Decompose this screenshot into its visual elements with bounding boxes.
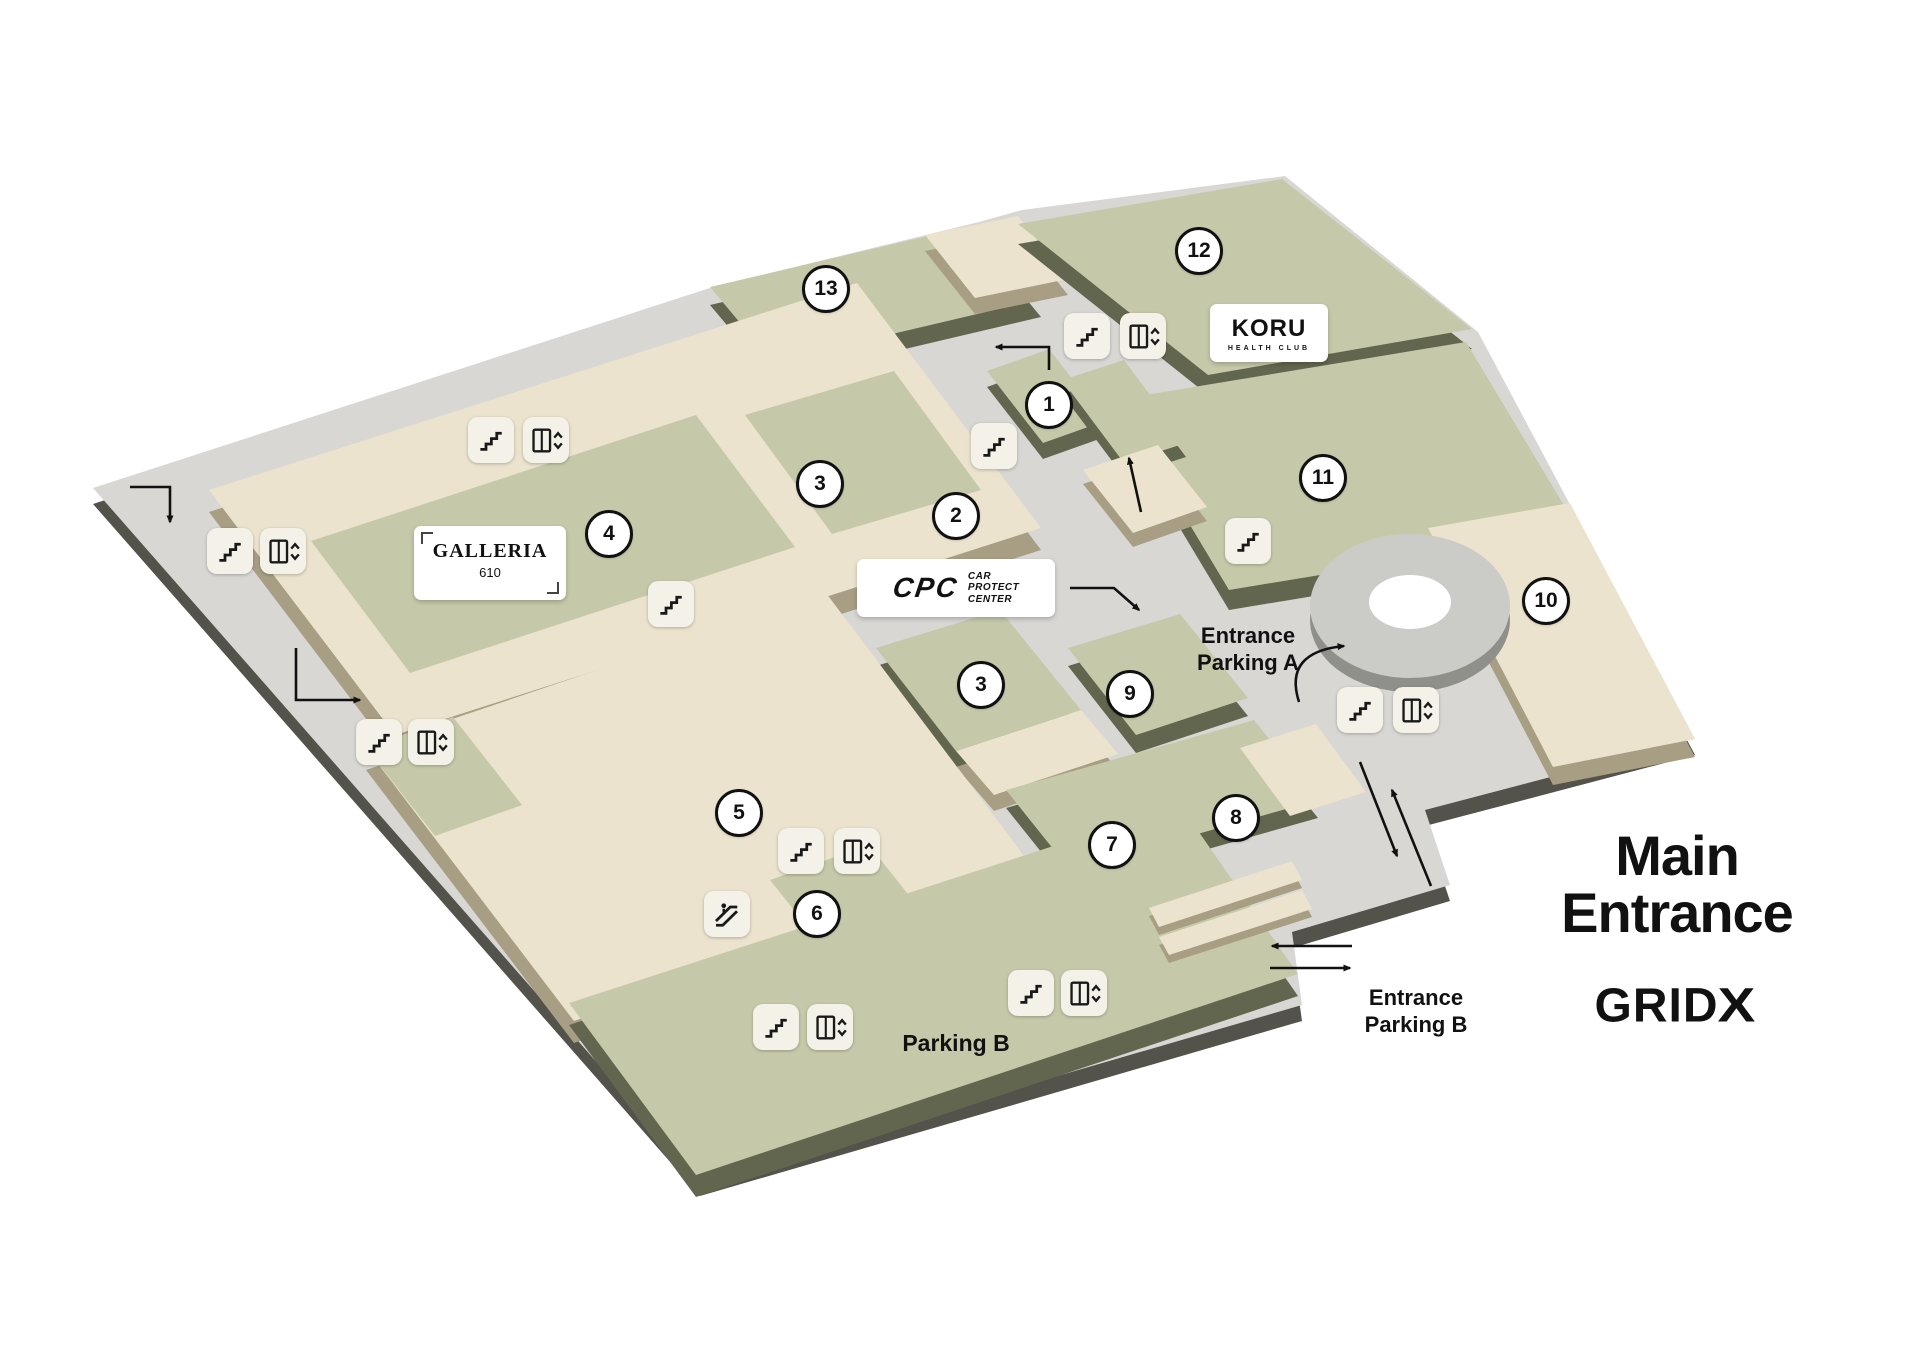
cpc-name-line: CENTER — [967, 593, 1013, 605]
unit-badge-10: 10 — [1522, 577, 1570, 625]
unit-badge-11: 11 — [1299, 454, 1347, 502]
stairs-icon — [1225, 518, 1271, 564]
galleria-name: GALLERIA — [432, 540, 548, 562]
koru-name: KORU — [1231, 314, 1307, 342]
unit-badge-12: 12 — [1175, 227, 1223, 275]
label-line: Entrance — [1200, 623, 1296, 649]
stairs-icon — [1337, 687, 1383, 733]
corner-mark-icon — [547, 582, 559, 594]
unit-3b-front-block — [956, 710, 1118, 795]
direction-arrow — [130, 485, 174, 524]
unit-12-block — [1018, 179, 1472, 375]
elevator-icon — [834, 828, 880, 874]
unit-badge-13: 13 — [802, 265, 850, 313]
unit-7-8-block — [1006, 720, 1318, 870]
stairs-icon — [1008, 970, 1054, 1016]
label-line: Entrance — [1368, 985, 1464, 1011]
koru-subtitle: HEALTH CLUB — [1227, 344, 1311, 352]
direction-arrow — [1294, 643, 1346, 703]
unit-badge-5: 5 — [715, 789, 763, 837]
direction-arrow — [994, 343, 1051, 370]
cpc-name-line: PROTECT — [967, 582, 1020, 594]
stairs-icon — [1064, 313, 1110, 359]
entrance-parking-a-label: Entrance Parking A — [1197, 623, 1299, 677]
elevator-icon — [523, 417, 569, 463]
direction-arrow — [1390, 788, 1433, 887]
brand-x-mark: X — [1717, 979, 1757, 1033]
koru-label: KORU HEALTH CLUB — [1210, 304, 1328, 362]
stairs-icon — [468, 417, 514, 463]
label-line: Entrance — [1561, 881, 1794, 944]
escalator-icon — [704, 891, 750, 937]
unit-badge-7: 7 — [1088, 821, 1136, 869]
unit-badge-2: 2 — [932, 492, 980, 540]
corner-mark-icon — [421, 532, 433, 544]
direction-arrow — [294, 648, 362, 704]
elevator-icon — [807, 1004, 853, 1050]
elevator-icon — [1120, 313, 1166, 359]
stairs-icon — [753, 1004, 799, 1050]
elevator-icon — [260, 528, 306, 574]
ramp-a-block — [1149, 861, 1302, 927]
stairs-icon — [971, 423, 1017, 469]
entrance-parking-b-label: Entrance Parking B — [1365, 985, 1468, 1039]
label-line: Parking B — [1364, 1012, 1468, 1037]
main-entrance-label: Main Entrance — [1561, 823, 1794, 944]
elevator-icon — [1393, 687, 1439, 733]
label-line: Main — [1615, 823, 1740, 887]
galleria-label: GALLERIA 610 — [414, 526, 566, 600]
stairs-icon — [207, 528, 253, 574]
roof-block-a — [925, 216, 1068, 298]
unit-badge-8: 8 — [1212, 794, 1260, 842]
stairs-icon — [648, 581, 694, 627]
elevator-icon — [408, 719, 454, 765]
direction-arrow — [1070, 586, 1141, 611]
unit-badge-3b: 3 — [957, 661, 1005, 709]
direction-arrow — [1126, 456, 1143, 513]
stairs-icon — [356, 719, 402, 765]
unit-badge-3a: 3 — [796, 460, 844, 508]
unit-badge-1: 1 — [1025, 381, 1073, 429]
stairs-icon — [778, 828, 824, 874]
parking-b-label: Parking B — [902, 1029, 1010, 1056]
unit-badge-6: 6 — [793, 890, 841, 938]
label-line: Parking A — [1197, 650, 1299, 675]
galleria-number: 610 — [479, 565, 501, 580]
brand-text: GRID — [1594, 979, 1719, 1033]
walkway-strip-block — [1062, 360, 1186, 463]
ramp-b-block — [1159, 890, 1312, 955]
walkway-tan-block — [1083, 445, 1207, 533]
south-building-green-area — [366, 717, 522, 836]
parking-b-block — [569, 805, 1298, 1175]
direction-arrow — [1358, 761, 1399, 858]
cpc-name-line: CAR — [967, 570, 992, 582]
parking-a-roundabout — [1310, 534, 1510, 692]
cpc-abbr: CPC — [890, 572, 961, 603]
elevator-icon — [1061, 970, 1107, 1016]
unit-badge-9: 9 — [1106, 670, 1154, 718]
cpc-label: CPC CAR PROTECT CENTER — [857, 559, 1055, 617]
unit-badge-4: 4 — [585, 510, 633, 558]
unit-8-roof-area — [1240, 724, 1366, 816]
